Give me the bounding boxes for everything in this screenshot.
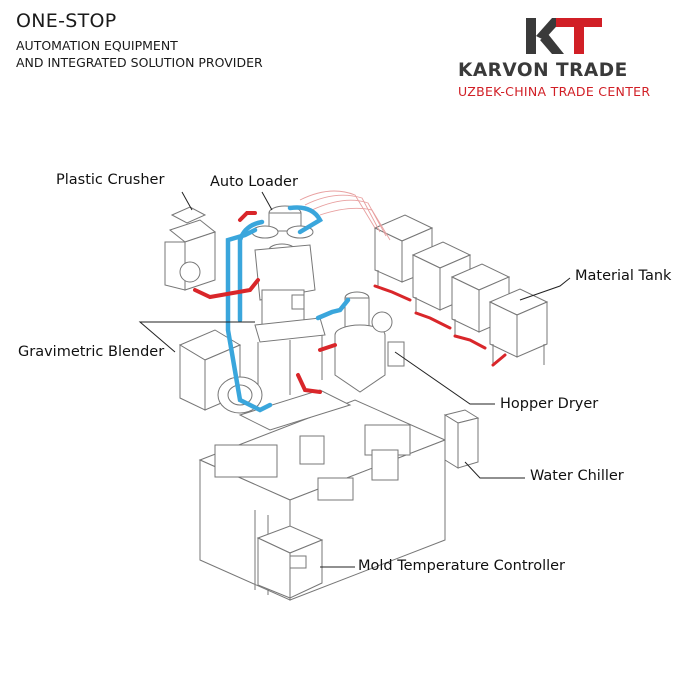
auto-loader <box>251 205 316 331</box>
label-mold-temperature-controller: Mold Temperature Controller <box>358 558 566 574</box>
gravimetric-blender <box>178 317 326 414</box>
label-auto-loader: Auto Loader <box>210 174 298 190</box>
label-plastic-crusher: Plastic Crusher <box>56 172 165 188</box>
tank-leader <box>519 277 571 301</box>
subheadline-2: AND INTEGRATED SOLUTION PROVIDER <box>16 55 263 70</box>
brand-name: KARVON TRADE <box>458 60 628 81</box>
mold-temperature-controller <box>256 525 324 599</box>
chiller-leader <box>464 461 525 479</box>
blender-leader <box>138 321 255 353</box>
karvon-trade-logo <box>526 18 602 54</box>
label-gravimetric-blender: Gravimetric Blender <box>18 344 165 360</box>
headline: ONE-STOP <box>16 10 117 32</box>
label-hopper-dryer: Hopper Dryer <box>500 396 599 412</box>
water-chiller <box>443 409 480 469</box>
label-material-tank: Material Tank <box>575 268 672 284</box>
label-water-chiller: Water Chiller <box>530 468 624 484</box>
crusher-leader <box>181 191 193 211</box>
hopper-dryer <box>334 291 405 393</box>
material-tank-4 <box>488 288 549 365</box>
plastic-crusher <box>164 206 217 291</box>
dryer-leader <box>394 351 495 405</box>
subheadline-1: AUTOMATION EQUIPMENT <box>16 38 178 53</box>
brand-tagline: UZBEK-CHINA TRADE CENTER <box>458 84 651 99</box>
loader-leader <box>261 191 273 211</box>
